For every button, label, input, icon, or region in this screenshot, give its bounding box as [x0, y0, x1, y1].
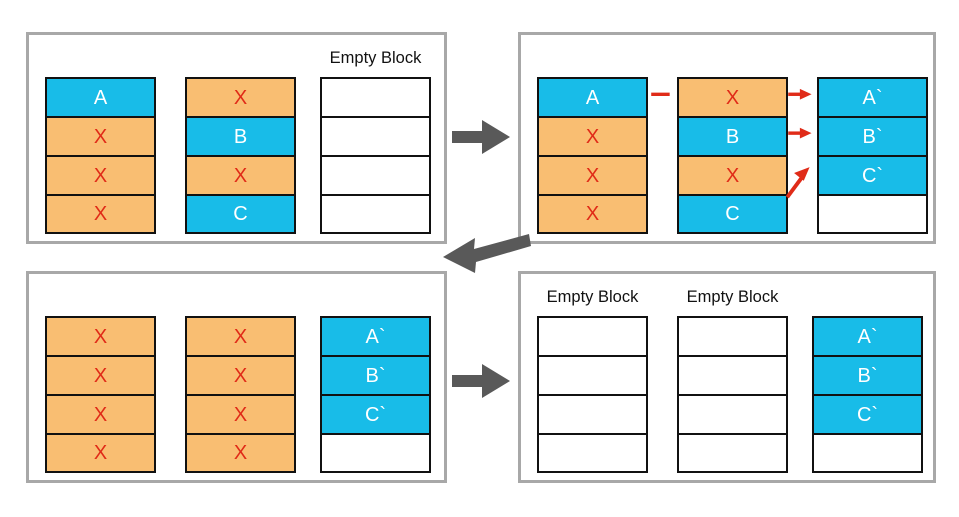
page-cell	[320, 116, 431, 156]
page-cell	[320, 433, 431, 473]
page-cell: X	[45, 433, 156, 473]
page-cell: A`	[817, 77, 928, 117]
page-cell: X	[45, 316, 156, 356]
block-column-bl-3: A` B` C`	[320, 316, 431, 473]
page-cell: B`	[817, 116, 928, 156]
block-column-tr-3: A` B` C`	[817, 77, 928, 234]
empty-block-label: Empty Block	[329, 49, 422, 67]
page-cell	[537, 394, 648, 434]
flow-arrow-right-icon	[452, 120, 510, 154]
block-column-br-2	[677, 316, 788, 473]
page-cell: X	[45, 394, 156, 434]
empty-block-label: Empty Block	[546, 288, 639, 306]
page-cell	[817, 194, 928, 234]
page-cell	[320, 77, 431, 117]
page-cell: X	[45, 355, 156, 395]
page-cell: X	[185, 77, 296, 117]
page-cell: X	[45, 194, 156, 234]
empty-block-label: Empty Block	[686, 288, 779, 306]
page-cell: B`	[812, 355, 923, 395]
page-cell: B	[185, 116, 296, 156]
block-column-tl-2: X B X C	[185, 77, 296, 234]
page-cell: A	[45, 77, 156, 117]
page-cell: B	[677, 116, 788, 156]
page-cell	[677, 394, 788, 434]
page-cell: C	[185, 194, 296, 234]
panel-step-1-initial-state: A X X X X B X C Empty Block	[26, 32, 447, 244]
copy-arrow-c-icon	[785, 173, 806, 199]
copy-arrow-c-head-icon	[794, 167, 810, 181]
page-cell: X	[45, 116, 156, 156]
page-cell: X	[185, 155, 296, 195]
page-cell: A`	[812, 316, 923, 356]
page-cell	[320, 194, 431, 234]
page-cell	[537, 355, 648, 395]
block-column-br-3: A` B` C`	[812, 316, 923, 473]
panel-step-2-copy-valid-pages: A X X X X B X C A` B` C`	[518, 32, 936, 244]
page-cell: X	[537, 194, 648, 234]
flow-arrow-left-icon	[443, 234, 531, 273]
page-cell: X	[185, 316, 296, 356]
copy-arrow-b-head-icon	[799, 127, 812, 139]
flow-arrow-right-icon	[452, 364, 510, 398]
panel-step-4-blocks-erased: Empty Block Empty Block A` B` C`	[518, 271, 936, 483]
page-cell	[537, 316, 648, 356]
page-cell	[677, 355, 788, 395]
page-cell: X	[185, 394, 296, 434]
block-column-bl-2: X X X X	[185, 316, 296, 473]
page-cell: X	[677, 77, 788, 117]
page-cell: X	[185, 355, 296, 395]
block-column-br-1	[537, 316, 648, 473]
page-cell: C`	[812, 394, 923, 434]
block-column-bl-1: X X X X	[45, 316, 156, 473]
block-column-tl-3	[320, 77, 431, 234]
page-cell: A	[537, 77, 648, 117]
block-column-tr-2: X B X C	[677, 77, 788, 234]
page-cell: X	[677, 155, 788, 195]
page-cell	[320, 155, 431, 195]
page-cell: C	[677, 194, 788, 234]
block-column-tl-1: A X X X	[45, 77, 156, 234]
page-cell: X	[185, 433, 296, 473]
panel-step-3-source-pages-invalidated: X X X X X X X X A` B` C`	[26, 271, 447, 483]
page-cell: C`	[320, 394, 431, 434]
page-cell: B`	[320, 355, 431, 395]
page-cell: C`	[817, 155, 928, 195]
page-cell: A`	[320, 316, 431, 356]
block-column-tr-1: A X X X	[537, 77, 648, 234]
page-cell	[812, 433, 923, 473]
page-cell: X	[537, 155, 648, 195]
page-cell	[537, 433, 648, 473]
page-cell	[677, 316, 788, 356]
page-cell	[677, 433, 788, 473]
page-cell: X	[537, 116, 648, 156]
page-cell: X	[45, 155, 156, 195]
copy-arrow-a-head-icon	[799, 88, 812, 100]
